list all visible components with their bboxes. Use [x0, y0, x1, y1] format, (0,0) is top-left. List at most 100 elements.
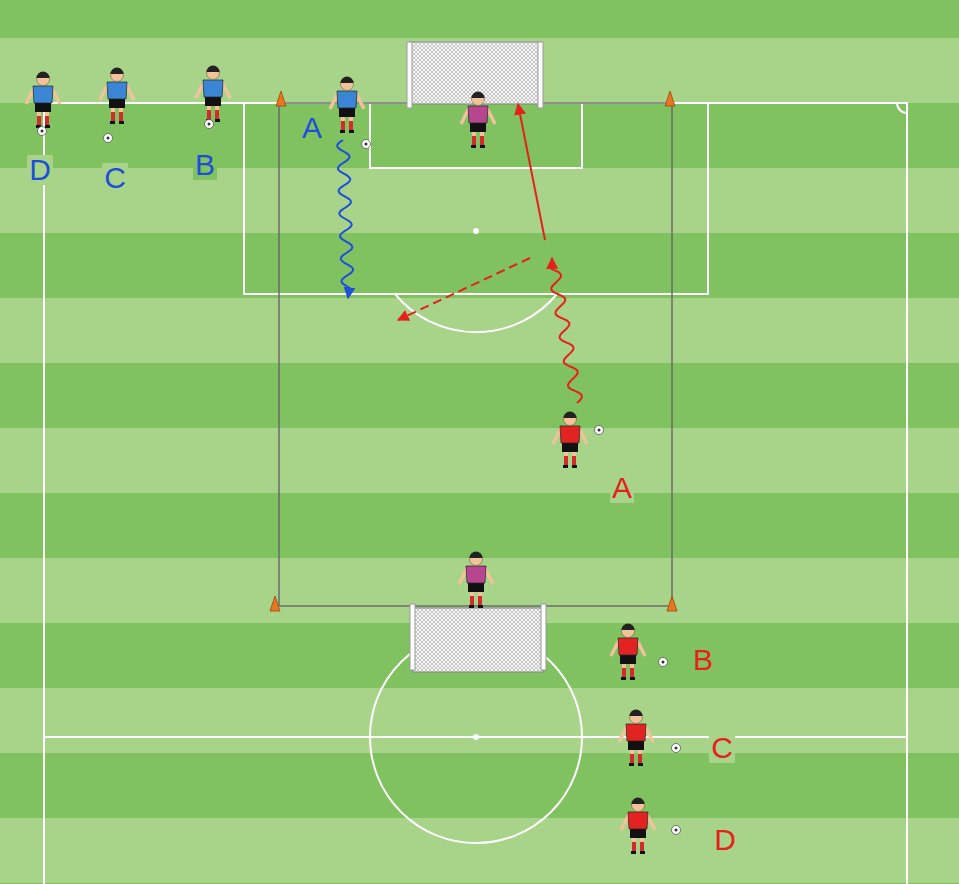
sock: [472, 136, 476, 146]
sock: [630, 668, 634, 678]
ball: [672, 744, 681, 753]
hair: [630, 710, 643, 717]
blue-player: [100, 68, 134, 125]
blue-player: [330, 77, 364, 134]
sock: [564, 456, 568, 466]
boot: [630, 677, 635, 680]
ball-patch: [662, 661, 665, 664]
head: [341, 78, 354, 91]
drill-area: [279, 103, 672, 606]
arm: [579, 428, 587, 444]
ball: [659, 658, 668, 667]
boot: [110, 121, 115, 124]
shirt: [337, 91, 357, 108]
sock: [45, 116, 49, 126]
top-goal: [407, 42, 543, 108]
head: [630, 711, 643, 724]
head: [632, 799, 645, 812]
hair: [632, 798, 645, 804]
arm: [647, 814, 655, 830]
shirt: [468, 106, 488, 123]
sock: [630, 754, 634, 764]
boot: [469, 605, 474, 608]
arm: [52, 88, 60, 104]
ball: [38, 127, 47, 136]
sock: [470, 596, 474, 606]
sock: [207, 110, 211, 120]
boot: [621, 677, 626, 680]
ball-patch: [41, 130, 44, 133]
boot: [631, 851, 636, 854]
sock: [111, 112, 115, 122]
shirt: [466, 566, 486, 583]
head: [622, 625, 635, 638]
shirt: [33, 86, 53, 103]
corner-arc: [897, 103, 907, 113]
blue-player: [196, 66, 230, 123]
boot: [563, 465, 568, 468]
arm: [222, 82, 230, 98]
player-label: D: [712, 825, 738, 855]
center-spot: [473, 734, 479, 740]
ball: [362, 140, 371, 149]
arm: [356, 93, 364, 109]
shirt: [626, 724, 646, 741]
grass-stripe: [0, 168, 959, 233]
arm: [637, 640, 645, 656]
head: [37, 73, 50, 86]
hair: [207, 66, 220, 73]
ball-patch: [675, 747, 678, 750]
boot: [478, 605, 483, 608]
hair: [37, 72, 50, 79]
goalkeeper: [461, 92, 495, 149]
arm: [487, 108, 495, 124]
goal-post: [407, 42, 412, 108]
goal-net: [413, 608, 543, 672]
sock: [119, 112, 123, 122]
grass-stripe: [0, 363, 959, 428]
red-player: [553, 412, 587, 469]
boot: [119, 121, 124, 124]
player-label: A: [300, 113, 324, 143]
player-label: C: [709, 733, 735, 763]
boot: [349, 130, 354, 133]
grass-stripe: [0, 688, 959, 753]
ball-patch: [675, 829, 678, 832]
boot: [572, 465, 577, 468]
goal-post: [538, 42, 543, 108]
head: [564, 413, 577, 426]
ball-patch: [598, 429, 601, 432]
bottom-goal: [410, 604, 546, 672]
boot: [45, 125, 50, 128]
ball: [205, 120, 214, 129]
pass-arrow: [398, 258, 530, 320]
arm: [619, 726, 627, 742]
player-label: D: [27, 155, 53, 185]
player-label: B: [691, 645, 715, 675]
dribble-arrow: [550, 258, 582, 403]
field-lines: [44, 103, 907, 884]
sock: [480, 136, 484, 146]
sock: [572, 456, 576, 466]
hair: [472, 92, 485, 99]
grass-stripe: [0, 818, 959, 883]
arm: [611, 640, 619, 656]
arm: [330, 93, 338, 109]
arm: [645, 726, 653, 742]
arm: [461, 108, 469, 124]
hair: [470, 552, 483, 559]
sock: [215, 110, 219, 120]
sock: [640, 842, 644, 852]
player-label: B: [193, 150, 217, 180]
hair: [341, 77, 354, 84]
sock: [478, 596, 482, 606]
grass-stripe: [0, 298, 959, 363]
head: [207, 67, 220, 80]
grass-stripe: [0, 753, 959, 818]
boot: [471, 145, 476, 148]
arm: [126, 84, 134, 100]
arm: [196, 82, 204, 98]
arm: [100, 84, 108, 100]
